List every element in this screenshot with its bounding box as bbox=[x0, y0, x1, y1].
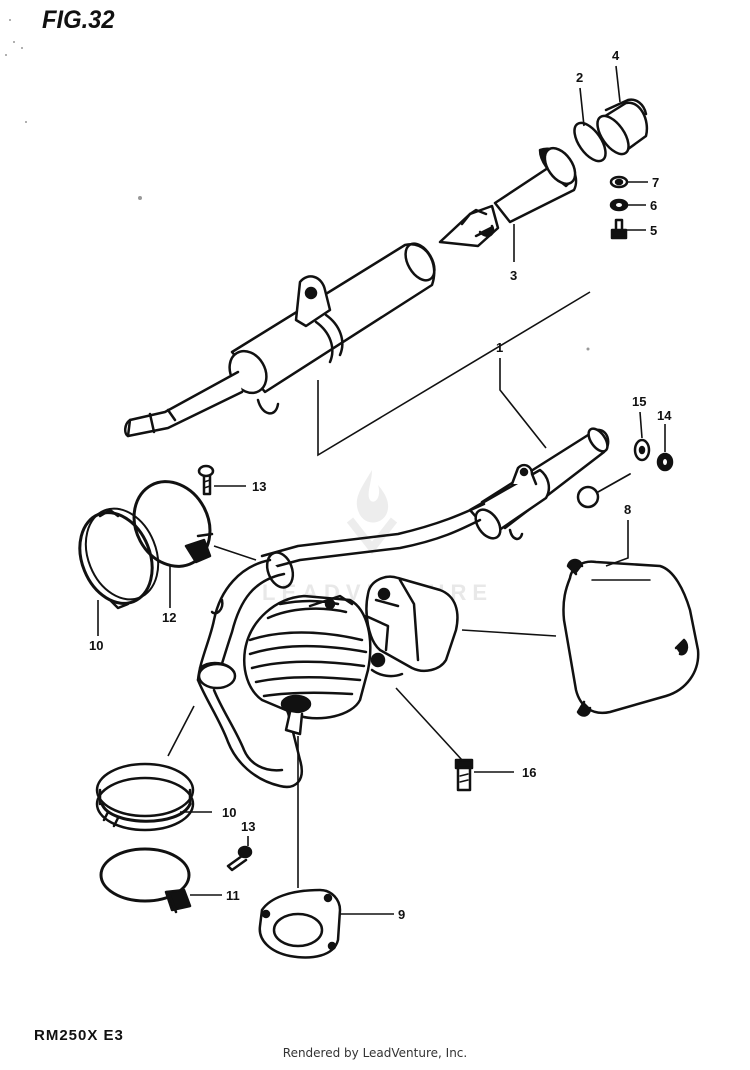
callout-8: 8 bbox=[624, 502, 631, 517]
bolt-5 bbox=[610, 218, 628, 240]
callout-10-lower: 10 bbox=[222, 805, 236, 820]
model-code: RM250X E3 bbox=[34, 1027, 124, 1044]
bolt-13-upper bbox=[197, 464, 215, 496]
render-credit: Rendered by LeadVenture, Inc. bbox=[282, 1046, 468, 1060]
clamp-10-upper bbox=[78, 507, 160, 610]
callout-13-upper: 13 bbox=[252, 479, 266, 494]
callout-10-upper: 10 bbox=[89, 638, 103, 653]
muffler-lower bbox=[260, 427, 610, 570]
clamp-11 bbox=[99, 847, 192, 914]
figure-title: FIG.32 bbox=[42, 6, 115, 34]
callout-1: 1 bbox=[496, 340, 503, 355]
nut-14 bbox=[656, 452, 674, 472]
tailpipe-3 bbox=[438, 146, 578, 248]
callout-15: 15 bbox=[632, 394, 646, 409]
callout-13-lower: 13 bbox=[241, 819, 255, 834]
callout-7: 7 bbox=[652, 175, 659, 190]
grommet bbox=[576, 473, 631, 509]
callout-12: 12 bbox=[162, 610, 176, 625]
bolt-16 bbox=[454, 758, 474, 792]
gasket-ring-2 bbox=[573, 121, 607, 163]
clamp-10-lower bbox=[95, 762, 195, 832]
callout-5: 5 bbox=[650, 223, 657, 238]
callout-4: 4 bbox=[612, 48, 620, 63]
callout-16: 16 bbox=[522, 765, 536, 780]
callout-6: 6 bbox=[650, 198, 657, 213]
leader-lines bbox=[97, 65, 666, 915]
callout-3: 3 bbox=[510, 268, 517, 283]
callout-11: 11 bbox=[226, 888, 240, 903]
airbox-cover-8 bbox=[562, 558, 700, 717]
callout-9: 9 bbox=[398, 907, 405, 922]
callouts: 1 2 3 4 5 6 7 8 9 10 10 11 12 13 13 14 1… bbox=[89, 48, 672, 922]
bolt-13-lower bbox=[226, 845, 253, 872]
washer-7 bbox=[609, 175, 629, 189]
callout-14: 14 bbox=[657, 408, 672, 423]
end-cap-4 bbox=[596, 98, 649, 156]
callout-2: 2 bbox=[576, 70, 583, 85]
clamp-12 bbox=[132, 480, 214, 568]
muffler-upper bbox=[124, 242, 436, 438]
carburetor bbox=[364, 575, 459, 678]
engine-cylinder bbox=[243, 594, 372, 736]
exhaust-flange-9 bbox=[258, 888, 342, 959]
scan-noise bbox=[5, 19, 590, 351]
